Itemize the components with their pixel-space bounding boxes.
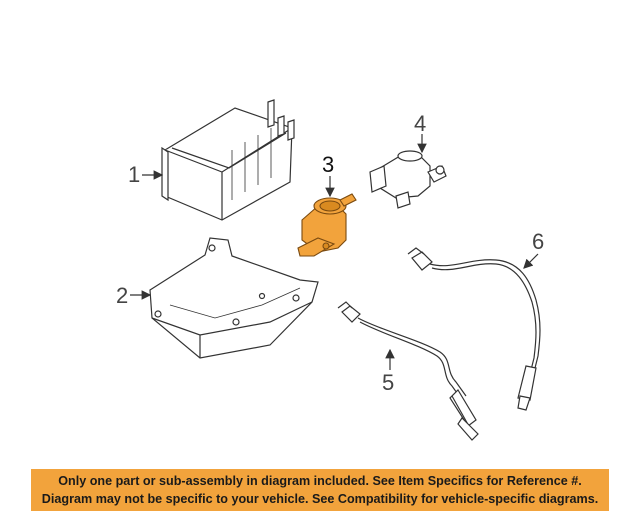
callout-3: 3 [322,152,334,177]
part-6-oxygen-sensor [407,247,541,411]
notice-line-1: Only one part or sub-assembly in diagram… [58,474,582,488]
part-5-oxygen-sensor [337,301,479,441]
part-4-vacuum-valve [369,150,447,209]
callout-2: 2 [116,283,128,308]
callout-6: 6 [532,229,544,254]
callout-5: 5 [382,370,394,395]
part-3-purge-valve [297,193,357,257]
parts-diagram: 1 2 3 4 [116,99,544,441]
notice-banner: Only one part or sub-assembly in diagram… [31,469,609,511]
part-1-canister [161,99,295,221]
callout-4: 4 [414,111,426,136]
notice-line-2: Diagram may not be specific to your vehi… [41,492,599,506]
part-2-bracket [149,237,319,359]
callout-1: 1 [128,162,140,187]
